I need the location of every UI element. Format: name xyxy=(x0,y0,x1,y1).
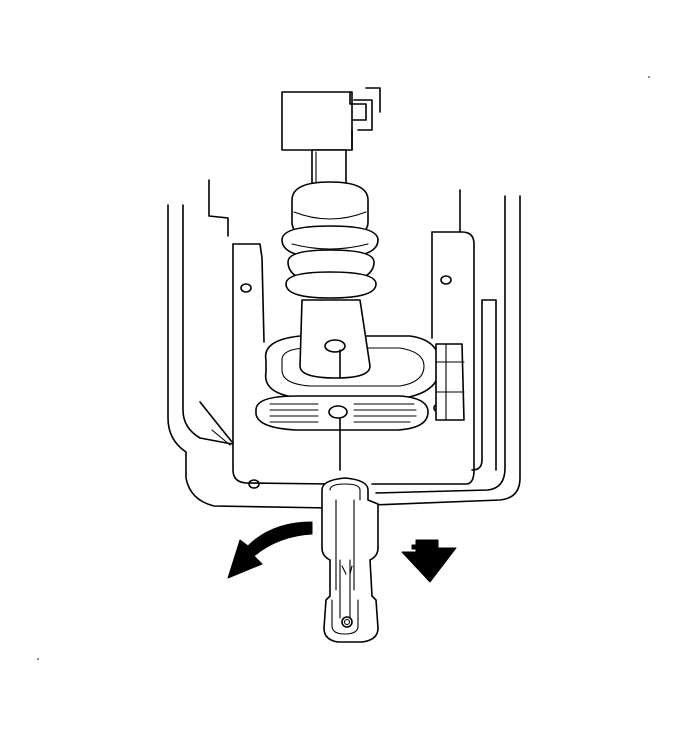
speck xyxy=(37,658,39,660)
mount-hole xyxy=(440,275,452,285)
speck xyxy=(648,76,650,78)
mount-hole xyxy=(248,479,260,489)
down-arrow-icon xyxy=(401,539,457,583)
curved-arrow-icon xyxy=(227,521,313,579)
boot-plate xyxy=(255,395,429,431)
removal-tool xyxy=(321,477,379,643)
shift-lever xyxy=(281,87,381,471)
mount-hole xyxy=(240,283,252,293)
console-tray xyxy=(167,179,521,509)
